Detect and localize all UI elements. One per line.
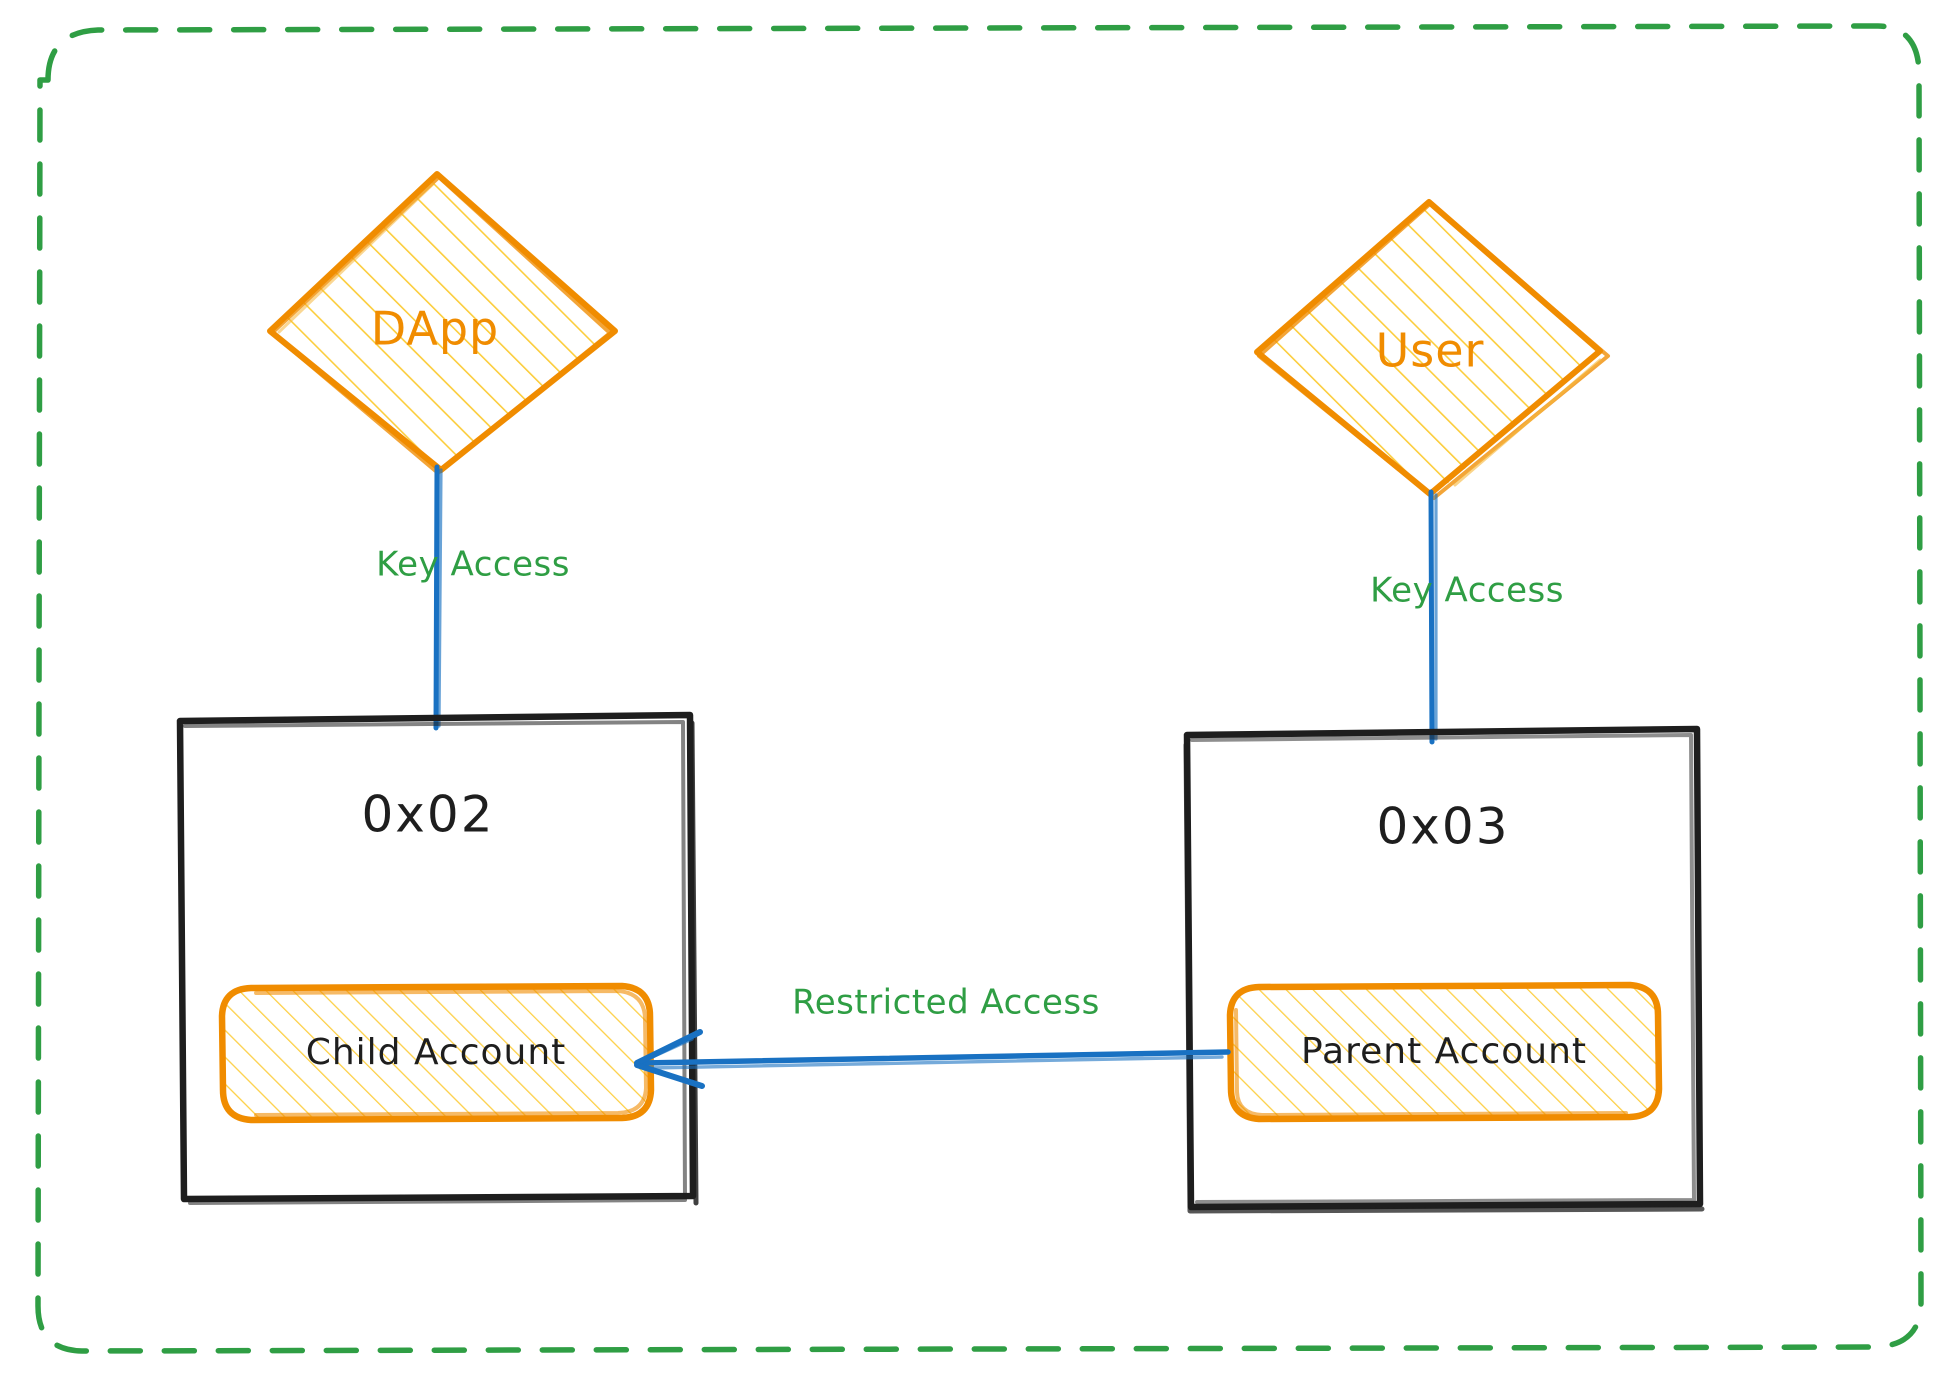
edge-restricted-access-label: Restricted Access [792,983,1100,1023]
node-account-0x03[interactable]: 0x03 [1183,725,1705,1214]
edge-dapp-key-access[interactable] [433,464,443,731]
edge-user-key-access[interactable] [1428,489,1438,745]
edge-user-key-access-label: Key Access [1370,571,1564,611]
outer-frame [35,23,1924,1354]
node-user-label: User [1376,324,1485,378]
node-child-account[interactable]: Child Account [218,982,655,1124]
node-account-0x03-label: 0x03 [1376,798,1509,856]
edge-dapp-key-access-label: Key Access [376,545,570,585]
node-parent-account-label: Parent Account [1301,1031,1587,1072]
node-dapp-label: DApp [371,302,499,356]
node-account-0x02-label: 0x02 [361,786,494,844]
node-account-0x02[interactable]: 0x02 [176,711,699,1206]
node-dapp[interactable]: DApp [267,171,618,475]
node-parent-account[interactable]: Parent Account [1226,981,1663,1123]
node-user[interactable]: User [1254,199,1610,500]
edge-restricted-access[interactable] [634,1029,1231,1089]
node-child-account-label: Child Account [306,1032,567,1073]
